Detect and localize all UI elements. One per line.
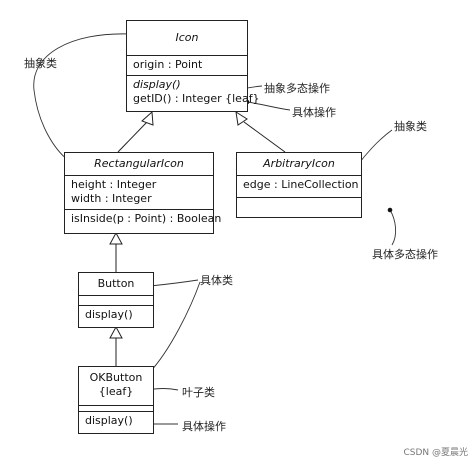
generalization-arbitrary-to-icon	[243, 121, 286, 153]
class-icon[interactable]: Icon origin : Point display() getID() : …	[126, 20, 260, 113]
operation: display()	[85, 308, 133, 321]
attribute: width : Integer	[71, 192, 152, 205]
class-button[interactable]: Button display()	[78, 272, 154, 328]
class-name: ArbitraryIcon	[263, 157, 335, 170]
operation: display()	[85, 414, 133, 427]
generalization-arrowhead	[141, 110, 154, 126]
operations-compartment: display()	[79, 305, 153, 327]
operations-compartment	[237, 197, 361, 217]
annotation-concrete-op-top: 具体操作	[292, 106, 336, 119]
attributes-compartment: edge : LineCollection	[237, 175, 361, 197]
annotation-concrete-op-bottom: 具体操作	[182, 420, 226, 433]
annotation-leaf-class: 叶子类	[182, 386, 215, 399]
generalization-arrowhead	[235, 110, 248, 126]
annotation-concrete-polymorphic-op: 具体多态操作	[372, 248, 438, 261]
annotation-abstract-polymorphic-op: 抽象多态操作	[264, 82, 330, 95]
class-arbitrary-icon[interactable]: ArbitraryIcon edge : LineCollection	[236, 152, 362, 218]
annotation-abstract-class-right: 抽象类	[394, 120, 427, 133]
operation: getID() : Integer {leaf}	[133, 92, 260, 105]
attributes-compartment	[79, 405, 153, 411]
operations-compartment: display() getID() : Integer {leaf}	[127, 75, 260, 113]
leader-abstract-class-right	[356, 129, 393, 167]
class-rectangular-icon[interactable]: RectangularIcon height : Integer width :…	[64, 152, 221, 234]
class-name: RectangularIcon	[94, 157, 184, 170]
attributes-compartment	[79, 295, 153, 305]
class-name: Icon	[175, 31, 199, 44]
generalization-rect-to-icon	[117, 121, 148, 153]
watermark: CSDN @夏晨光	[403, 448, 468, 458]
annotation-abstract-class-left: 抽象类	[24, 57, 57, 70]
leader-abstract-class-left	[33, 33, 131, 161]
operation-abstract: display()	[133, 78, 181, 91]
attributes-compartment: origin : Point	[127, 55, 247, 75]
class-leaf-tag: {leaf}	[98, 385, 134, 398]
class-ok-button[interactable]: OKButton {leaf} display()	[78, 366, 154, 434]
generalization-arrowhead	[109, 325, 123, 339]
attribute: height : Integer	[71, 178, 157, 191]
leader-concrete-class-button	[149, 279, 199, 287]
annotation-dot	[387, 207, 393, 213]
generalization-arrowhead	[109, 231, 123, 245]
operations-compartment: isInside(p : Point) : Boolean	[65, 209, 221, 233]
operations-compartment: display()	[79, 411, 153, 433]
annotation-concrete-class: 具体类	[200, 274, 233, 287]
operation: isInside(p : Point) : Boolean	[71, 212, 222, 225]
leader-concrete-class-okbutton	[149, 281, 201, 373]
class-name: OKButton {leaf}	[79, 367, 153, 405]
leader-concrete-op-top	[246, 101, 291, 111]
leader-concrete-polymorphic-op	[389, 209, 397, 246]
attribute: edge : LineCollection	[243, 178, 359, 191]
class-name: Button	[97, 277, 135, 290]
attributes-compartment: height : Integer width : Integer	[65, 175, 213, 209]
attribute: origin : Point	[133, 58, 203, 71]
class-name-line: OKButton	[89, 371, 143, 384]
